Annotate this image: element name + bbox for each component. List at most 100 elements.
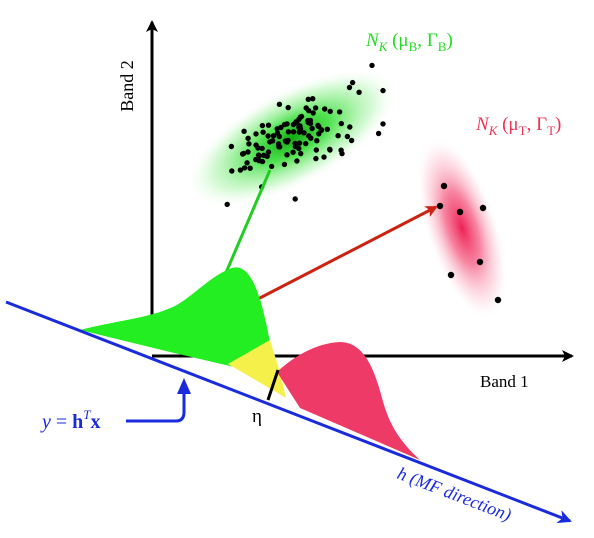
background-point bbox=[253, 131, 259, 137]
background-point bbox=[298, 113, 305, 120]
background-cluster-label: NK (μB, ΓB) bbox=[365, 30, 453, 54]
background-point bbox=[237, 167, 244, 173]
background-point bbox=[246, 141, 252, 147]
background-distribution bbox=[80, 267, 275, 374]
background-point bbox=[336, 109, 343, 115]
background-point bbox=[305, 96, 311, 103]
background-point bbox=[284, 152, 290, 158]
background-projection-line bbox=[220, 169, 272, 283]
background-point bbox=[301, 130, 307, 136]
background-point bbox=[294, 158, 300, 164]
background-point bbox=[247, 165, 253, 171]
background-point bbox=[310, 110, 316, 116]
background-point bbox=[306, 108, 312, 114]
target-cluster-label: NK (μT, ΓT) bbox=[475, 114, 561, 138]
background-point bbox=[296, 145, 302, 152]
background-point bbox=[245, 135, 251, 141]
background-point bbox=[309, 125, 315, 132]
background-cloud bbox=[185, 68, 399, 208]
background-point bbox=[310, 96, 316, 102]
background-point bbox=[259, 145, 265, 152]
background-point bbox=[347, 124, 353, 130]
background-point bbox=[296, 129, 302, 135]
threshold-label: η bbox=[252, 406, 262, 427]
background-point bbox=[338, 147, 344, 153]
background-point bbox=[322, 106, 328, 112]
target-point bbox=[476, 258, 484, 266]
background-point bbox=[281, 121, 288, 128]
background-point bbox=[255, 145, 261, 151]
background-point bbox=[305, 119, 311, 126]
target-points bbox=[436, 182, 502, 304]
background-point bbox=[281, 161, 288, 168]
background-point bbox=[270, 133, 277, 139]
background-point bbox=[346, 84, 353, 91]
background-point bbox=[264, 153, 270, 159]
target-point bbox=[447, 271, 455, 279]
target-point bbox=[494, 296, 502, 304]
target-arrow bbox=[255, 205, 438, 302]
background-point bbox=[292, 196, 298, 202]
background-point bbox=[316, 131, 322, 137]
background-point bbox=[229, 168, 235, 174]
background-point bbox=[308, 135, 314, 141]
background-point bbox=[380, 87, 386, 94]
background-point bbox=[348, 137, 355, 144]
background-point bbox=[314, 138, 320, 144]
background-point bbox=[241, 128, 247, 134]
background-point bbox=[228, 143, 235, 150]
target-distribution bbox=[277, 342, 420, 460]
background-point bbox=[327, 108, 333, 115]
background-point bbox=[290, 129, 297, 135]
target-point bbox=[436, 202, 444, 210]
background-point bbox=[277, 144, 283, 150]
background-point bbox=[296, 124, 302, 130]
background-point bbox=[290, 149, 296, 155]
background-point bbox=[259, 122, 266, 129]
background-point bbox=[245, 149, 251, 155]
equation-pointer-arrow bbox=[126, 388, 186, 423]
background-point bbox=[327, 147, 333, 153]
background-point bbox=[241, 150, 247, 157]
background-point bbox=[313, 155, 319, 162]
background-point bbox=[278, 124, 284, 131]
target-point bbox=[456, 208, 464, 216]
target-point bbox=[440, 182, 448, 190]
background-point bbox=[268, 163, 275, 170]
projection-equation: y = hTx bbox=[40, 407, 101, 433]
target-point bbox=[479, 204, 487, 212]
background-point bbox=[260, 129, 266, 135]
background-point bbox=[303, 140, 309, 147]
band1-label: Band 1 bbox=[480, 372, 529, 391]
band2-label: Band 2 bbox=[117, 60, 137, 112]
overlap-region bbox=[228, 340, 300, 406]
background-point bbox=[313, 147, 319, 153]
background-point bbox=[298, 150, 304, 157]
background-point bbox=[321, 154, 327, 160]
background-points bbox=[224, 62, 386, 208]
background-point bbox=[380, 121, 386, 127]
background-point bbox=[324, 126, 330, 132]
background-point bbox=[244, 160, 250, 166]
background-point bbox=[369, 62, 375, 69]
background-point bbox=[344, 133, 351, 140]
background-point bbox=[265, 133, 271, 139]
equation-pointer-arrowhead bbox=[177, 378, 191, 394]
background-point bbox=[338, 120, 344, 127]
background-point bbox=[312, 105, 319, 111]
background-point bbox=[375, 130, 382, 137]
background-point bbox=[241, 165, 248, 171]
background-point bbox=[256, 153, 262, 159]
mf-direction-line bbox=[5, 300, 572, 524]
background-point bbox=[285, 104, 291, 111]
background-point bbox=[356, 89, 362, 96]
background-point bbox=[293, 119, 299, 125]
background-point bbox=[265, 122, 272, 128]
background-point bbox=[267, 139, 273, 145]
background-point bbox=[335, 133, 341, 139]
background-point bbox=[292, 140, 298, 147]
background-point bbox=[224, 201, 230, 208]
background-point bbox=[265, 149, 272, 155]
